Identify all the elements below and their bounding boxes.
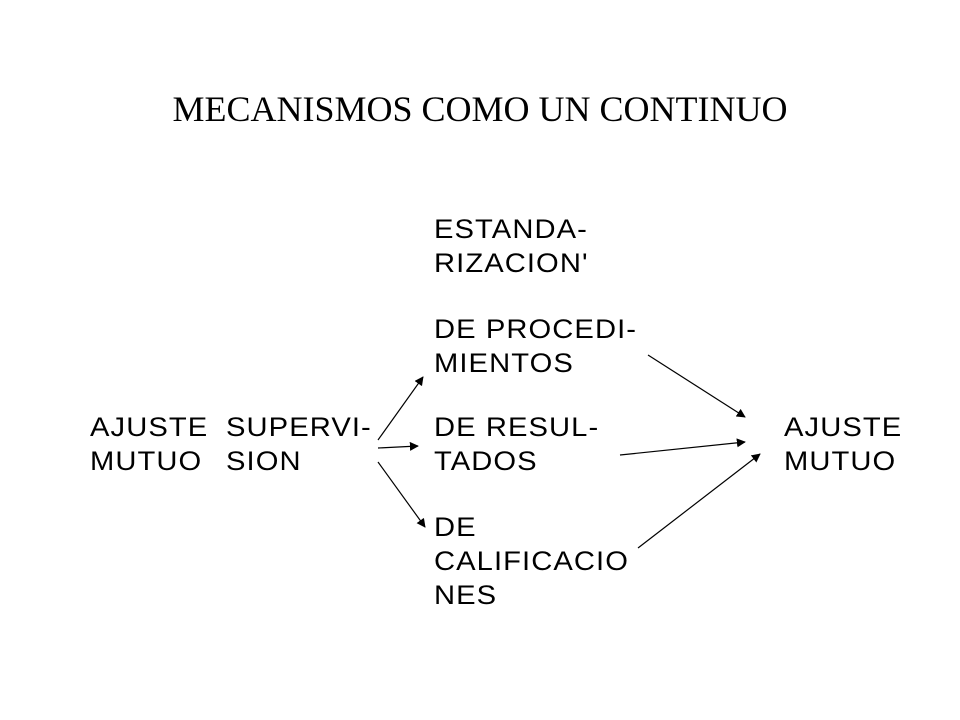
node-left-ajuste-mutuo-line-2: MUTUO: [90, 446, 203, 476]
arrow-calificaciones-to-ajuste: [637, 453, 761, 549]
node-left-ajuste-mutuo: AJUSTE MUTUO: [90, 410, 208, 478]
arrow-supervision-to-resultados: [377, 441, 419, 451]
node-de-calificaciones-line-2: CALIFICACIO: [434, 546, 629, 576]
node-right-ajuste-mutuo-line-2: MUTUO: [784, 446, 897, 476]
node-right-ajuste-mutuo-line-1: AJUSTE: [784, 412, 903, 442]
node-supervision: SUPERVI- SION: [226, 410, 372, 478]
node-de-resultados-line-1: DE RESUL-: [434, 412, 600, 442]
arrow-resultados-to-ajuste: [619, 438, 746, 456]
node-de-resultados: DE RESUL- TADOS: [434, 410, 599, 478]
node-left-ajuste-mutuo-line-1: AJUSTE: [90, 412, 209, 442]
node-supervision-line-2: SION: [226, 446, 302, 476]
node-de-calificaciones-line-3: NES: [434, 580, 498, 610]
node-de-procedimientos-line-2: MIENTOS: [434, 348, 574, 378]
arrow-supervision-to-procedimientos: [377, 376, 424, 441]
node-estandarizacion: ESTANDA- RIZACION': [434, 212, 589, 280]
node-de-calificaciones: DE CALIFICACIO NES: [434, 510, 629, 612]
node-estandarizacion-line-1: ESTANDA-: [434, 214, 588, 244]
node-de-procedimientos-line-1: DE PROCEDI-: [434, 314, 638, 344]
node-supervision-line-1: SUPERVI-: [226, 412, 372, 442]
arrow-procedimientos-to-ajuste: [647, 354, 746, 418]
node-de-procedimientos: DE PROCEDI- MIENTOS: [434, 312, 637, 380]
node-right-ajuste-mutuo: AJUSTE MUTUO: [784, 410, 902, 478]
arrow-supervision-to-calificaciones: [377, 461, 426, 528]
slide-title: MECANISMOS COMO UN CONTINUO: [172, 89, 788, 129]
node-de-resultados-line-2: TADOS: [434, 446, 538, 476]
node-estandarizacion-line-2: RIZACION': [434, 248, 589, 278]
node-de-calificaciones-line-1: DE: [434, 512, 477, 542]
